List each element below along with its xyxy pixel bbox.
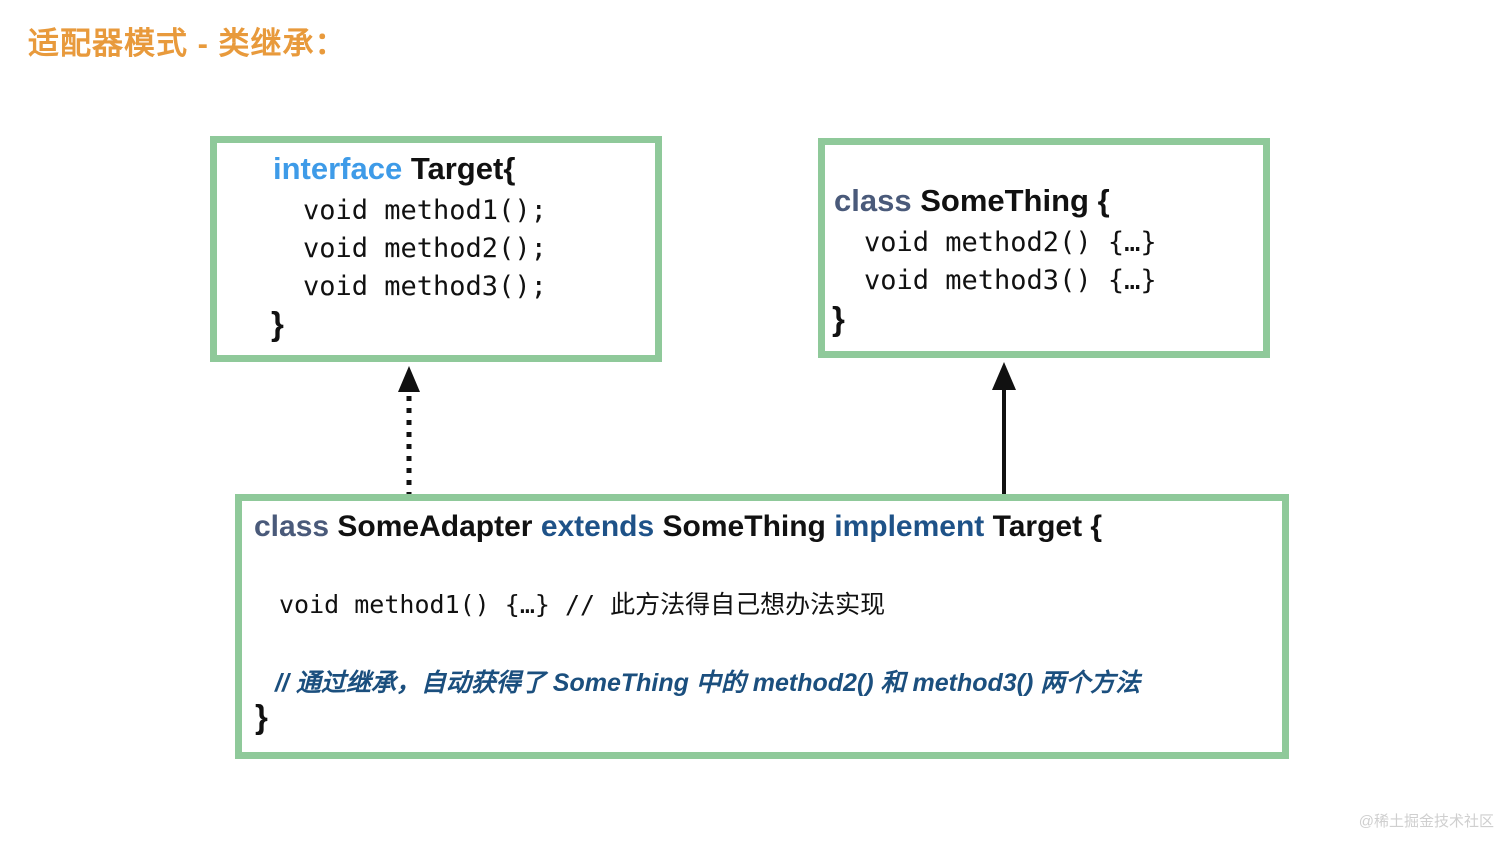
arrow-implements-dotted [398, 366, 420, 497]
adapter-method-line: void method1() {…} // 此方法得自己想办法实现 [279, 590, 886, 619]
code-box-adapter: class SomeAdapter extends SomeThing impl… [235, 494, 1289, 759]
keyword-class: class [834, 183, 912, 218]
adapter-super-name: SomeThing [662, 510, 826, 543]
watermark: @稀土掘金技术社区 [1358, 813, 1494, 830]
something-close-brace: } [832, 300, 845, 337]
arrow-implements-head [398, 366, 420, 392]
something-method-line-2: void method3() {…} [864, 265, 1157, 296]
target-method-line-3: void method3(); [303, 271, 547, 302]
adapter-open-brace: { [1090, 510, 1103, 543]
adapter-type-name: SomeAdapter [337, 510, 533, 543]
target-close-brace: } [271, 305, 284, 342]
page-title: 适配器模式 - 类继承： [28, 26, 347, 61]
adapter-interface-name: Target [992, 510, 1083, 543]
adapter-close-brace: } [255, 698, 268, 735]
something-method-line-1: void method2() {…} [864, 227, 1157, 258]
something-type-name: SomeThing [920, 183, 1089, 218]
keyword-implement: implement [834, 510, 985, 543]
target-method-line-2: void method2(); [303, 233, 547, 264]
code-box-target: interface Target{ void method1(); void m… [210, 136, 662, 362]
target-method-line-1: void method1(); [303, 195, 547, 226]
target-open-brace: { [503, 151, 516, 186]
target-type-name: Target [410, 151, 504, 186]
keyword-interface: interface [273, 151, 403, 186]
target-signature: interface Target{ [273, 151, 515, 187]
arrow-extends-head [992, 362, 1016, 390]
keyword-extends: extends [540, 510, 655, 543]
something-signature: class SomeThing { [834, 183, 1110, 219]
something-open-brace: { [1097, 183, 1110, 218]
adapter-signature: class SomeAdapter extends SomeThing impl… [254, 510, 1102, 544]
arrow-extends-solid [992, 362, 1016, 497]
keyword-class: class [254, 510, 330, 543]
code-box-something: class SomeThing { void method2() {…} voi… [818, 138, 1270, 358]
adapter-comment-line: // 通过继承，自动获得了 SomeThing 中的 method2() 和 m… [275, 669, 1141, 697]
